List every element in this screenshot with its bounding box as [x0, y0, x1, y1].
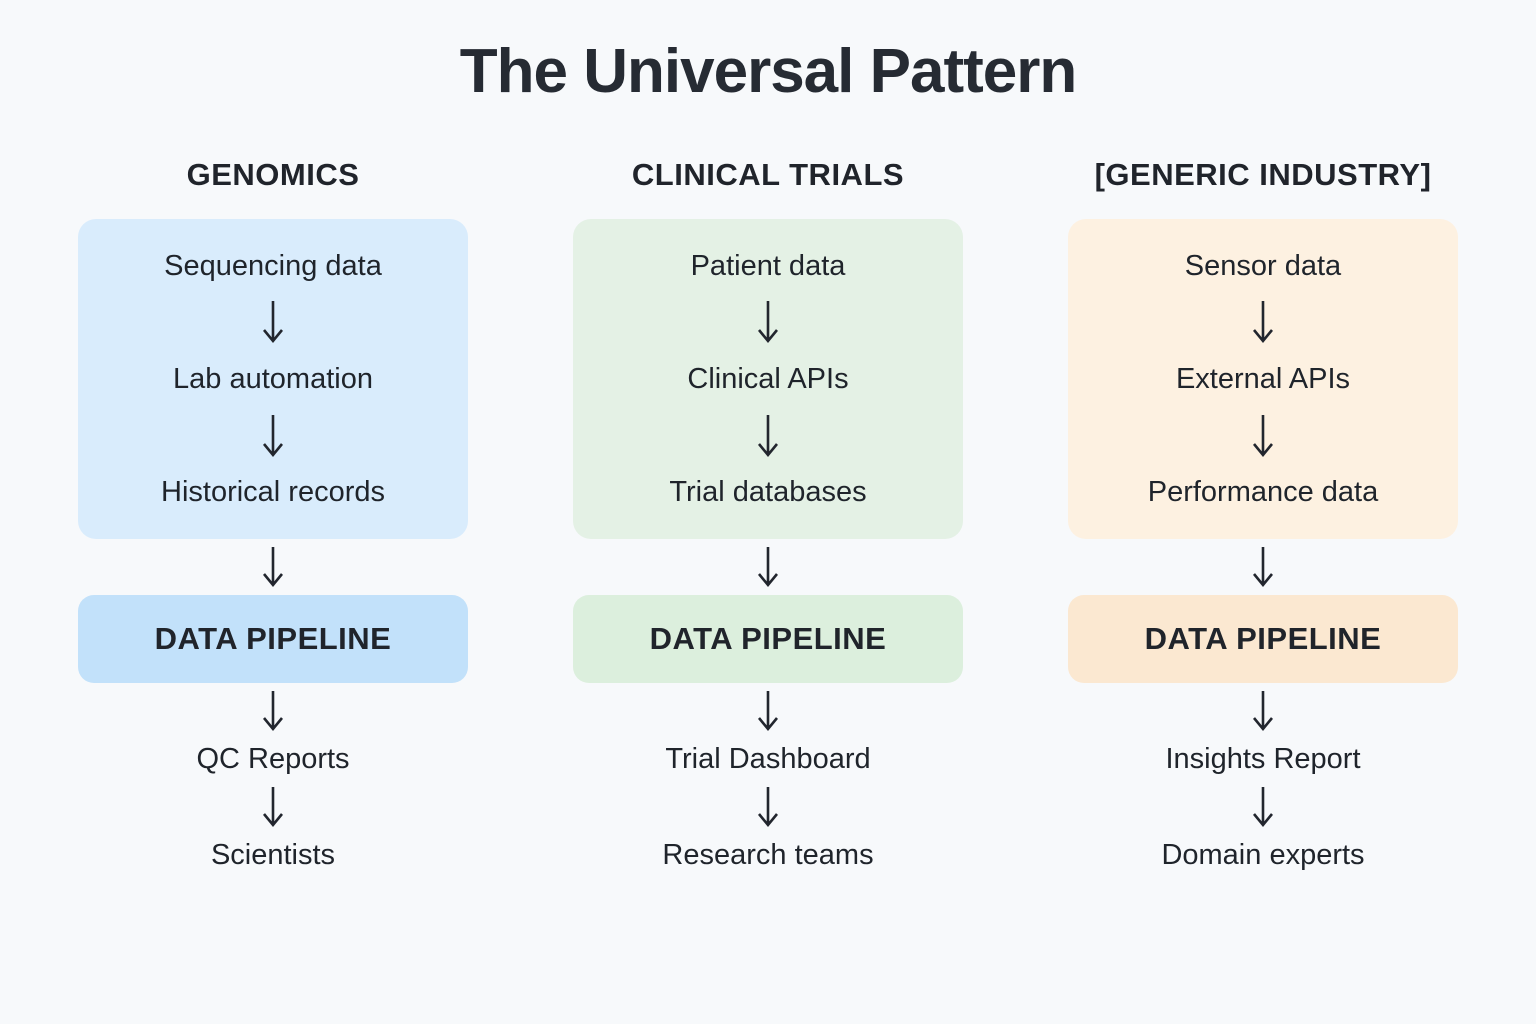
- source-item: External APIs: [1175, 362, 1351, 395]
- arrow-down-icon: [757, 414, 779, 457]
- source-item: Sensor data: [1184, 249, 1342, 282]
- arrow-down-icon: [757, 787, 779, 828]
- arrow-down-icon: [1252, 547, 1274, 588]
- page-title: The Universal Pattern: [459, 37, 1077, 106]
- arrow-down-icon: [262, 787, 284, 828]
- source-item: Patient data: [690, 249, 846, 282]
- output-item: QC Reports: [196, 743, 350, 775]
- arrow-down-icon: [262, 691, 284, 732]
- data-pipeline-box: DATA PIPELINE: [78, 595, 468, 683]
- arrow-down-icon: [262, 547, 284, 588]
- output-item: Trial Dashboard: [665, 743, 871, 775]
- source-item: Clinical APIs: [687, 362, 849, 395]
- output-item: Insights Report: [1165, 743, 1361, 775]
- source-item: Performance data: [1147, 476, 1379, 509]
- arrow-down-icon: [1252, 691, 1274, 732]
- source-item: Historical records: [161, 476, 385, 509]
- source-item: Sequencing data: [164, 249, 382, 282]
- source-box: Patient data Clinical APIs Trial databas…: [573, 219, 963, 539]
- source-box: Sequencing data Lab automation Historica…: [78, 219, 468, 539]
- source-box: Sensor data External APIs Performance da…: [1068, 219, 1458, 539]
- column-generic-industry: [GENERIC INDUSTRY] Sensor data External …: [1068, 157, 1458, 875]
- column-header: GENOMICS: [186, 157, 360, 192]
- arrow-down-icon: [1252, 787, 1274, 828]
- arrow-down-icon: [262, 414, 284, 457]
- arrow-down-icon: [757, 301, 779, 344]
- column-clinical-trials: CLINICAL TRIALS Patient data Clinical AP…: [573, 157, 963, 875]
- arrow-down-icon: [1252, 414, 1274, 457]
- columns-row: GENOMICS Sequencing data Lab automation …: [78, 157, 1458, 875]
- data-pipeline-box: DATA PIPELINE: [1068, 595, 1458, 683]
- source-item: Trial databases: [669, 476, 867, 509]
- column-header: CLINICAL TRIALS: [631, 157, 905, 192]
- arrow-down-icon: [757, 547, 779, 588]
- output-item: Scientists: [210, 839, 336, 871]
- data-pipeline-box: DATA PIPELINE: [573, 595, 963, 683]
- source-item: Lab automation: [173, 362, 373, 395]
- output-item: Domain experts: [1161, 839, 1365, 871]
- arrow-down-icon: [262, 301, 284, 344]
- column-header: [GENERIC INDUSTRY]: [1094, 157, 1432, 192]
- column-genomics: GENOMICS Sequencing data Lab automation …: [78, 157, 468, 875]
- output-item: Research teams: [662, 839, 874, 871]
- arrow-down-icon: [1252, 301, 1274, 344]
- arrow-down-icon: [757, 691, 779, 732]
